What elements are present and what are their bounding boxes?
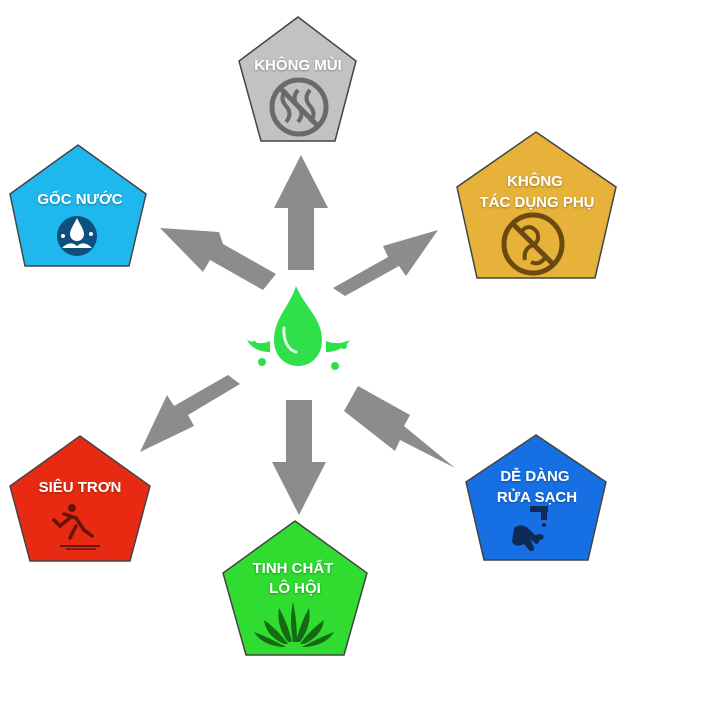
node-de-dang-rua-sach: DỄ DÀNG RỬA SẠCH bbox=[465, 434, 607, 561]
node-goc-nuoc: GỐC NƯỚC bbox=[9, 144, 147, 267]
arrows-group bbox=[140, 155, 455, 515]
node-sieu-tron: SIÊU TRƠN bbox=[9, 435, 151, 562]
node-khong-tac-dung-phu: KHÔNG TÁC DỤNG PHỤ bbox=[456, 131, 617, 279]
node-label-khong-tac-dung-phu: KHÔNG TÁC DỤNG PHỤ bbox=[480, 172, 595, 211]
arrow-up-left bbox=[160, 228, 276, 290]
pentagon-de-dang-rua-sach bbox=[465, 434, 607, 561]
node-tinh-chat-lo-hoi: TINH CHẤT LÔ HỘI bbox=[222, 520, 368, 656]
arrow-down bbox=[272, 400, 326, 515]
arrow-down-right bbox=[344, 386, 455, 468]
pentagon-khong-tac-dung-phu bbox=[456, 131, 617, 279]
node-label-sieu-tron: SIÊU TRƠN bbox=[39, 478, 122, 496]
node-label-khong-mui: KHÔNG MÙI bbox=[254, 56, 342, 74]
arrow-up bbox=[274, 155, 328, 270]
node-label-de-dang-rua-sach: DỄ DÀNG RỬA SẠCH bbox=[497, 468, 577, 506]
aloe-vera-icon bbox=[254, 602, 334, 647]
water-drop-splash-icon bbox=[247, 286, 350, 370]
arrow-up-right bbox=[333, 230, 438, 296]
no-side-effects-icon bbox=[501, 212, 565, 276]
node-khong-mui: KHÔNG MÙI bbox=[238, 16, 357, 142]
hand-washing-icon bbox=[512, 506, 548, 552]
node-label-goc-nuoc: GỐC NƯỚC bbox=[37, 190, 122, 208]
pentagon-sieu-tron bbox=[9, 435, 151, 562]
water-splash-icon bbox=[57, 216, 97, 256]
pentagon-tinh-chat-lo-hoi bbox=[222, 520, 368, 656]
node-label-tinh-chat-lo-hoi: TINH CHẤT LÔ HỘI bbox=[253, 560, 338, 597]
arrow-down-left bbox=[140, 375, 240, 452]
pentagon-goc-nuoc bbox=[9, 144, 147, 267]
no-odor-icon bbox=[269, 77, 329, 137]
slippery-icon bbox=[52, 504, 100, 550]
